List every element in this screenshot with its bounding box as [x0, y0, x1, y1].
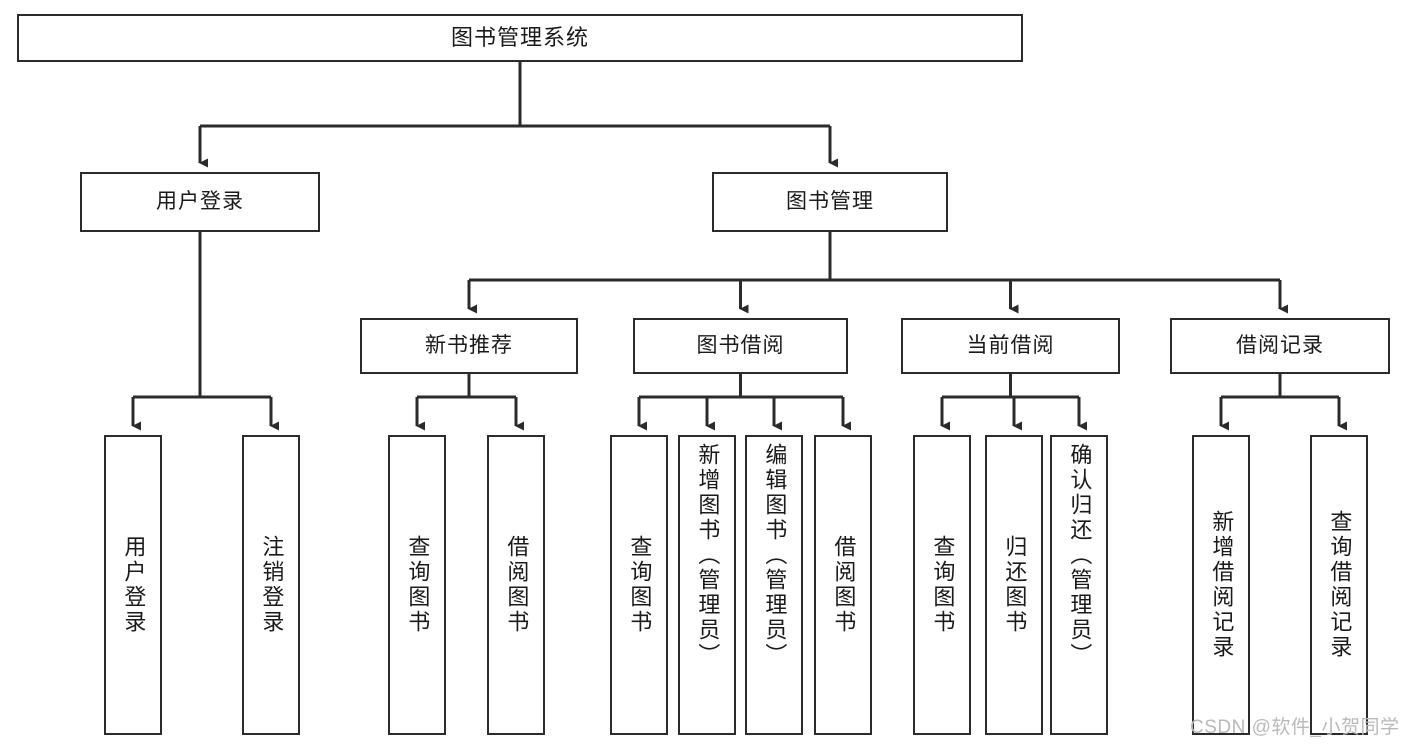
node-book-manage[interactable]: 图书管理 [712, 172, 948, 232]
node-leaf-logout-login[interactable]: 注销登录 [242, 435, 300, 735]
node-leaf-query-book-3[interactable]: 查询图书 [913, 435, 971, 735]
node-label: 编辑图书（管理员） [762, 443, 788, 668]
node-label: 借阅图书 [831, 535, 857, 635]
node-leaf-query-book-1[interactable]: 查询图书 [388, 435, 446, 735]
node-label: 用户登录 [156, 190, 244, 214]
node-label: 用户登录 [121, 535, 147, 635]
node-leaf-edit-book-admin[interactable]: 编辑图书（管理员） [745, 435, 803, 735]
node-book-borrow[interactable]: 图书借阅 [633, 318, 848, 374]
node-leaf-query-book-2[interactable]: 查询图书 [610, 435, 668, 735]
node-root[interactable]: 图书管理系统 [17, 14, 1023, 62]
node-label: 查询图书 [930, 535, 956, 635]
node-leaf-borrow-book-1[interactable]: 借阅图书 [487, 435, 545, 735]
node-leaf-user-login[interactable]: 用户登录 [104, 435, 162, 735]
node-user-login[interactable]: 用户登录 [80, 172, 320, 232]
node-new-book-recommend[interactable]: 新书推荐 [360, 318, 578, 374]
node-label: 图书借阅 [696, 334, 785, 358]
csdn-watermark: CSDN @软件_小贺同学 [1190, 717, 1400, 738]
node-leaf-return-book[interactable]: 归还图书 [985, 435, 1043, 735]
node-borrow-record[interactable]: 借阅记录 [1170, 318, 1390, 374]
node-label: 查询借阅记录 [1327, 510, 1353, 660]
node-label: 注销登录 [259, 535, 285, 635]
node-leaf-borrow-book-2[interactable]: 借阅图书 [814, 435, 872, 735]
node-leaf-add-book-admin[interactable]: 新增图书（管理员） [678, 435, 736, 735]
node-label: 图书管理系统 [450, 24, 589, 50]
node-label: 新增图书（管理员） [695, 443, 721, 668]
node-label: 确认归还（管理员） [1067, 443, 1093, 668]
node-leaf-confirm-return-admin[interactable]: 确认归还（管理员） [1050, 435, 1108, 735]
node-leaf-query-borrow-record[interactable]: 查询借阅记录 [1310, 435, 1368, 735]
node-label: 借阅记录 [1236, 334, 1324, 358]
node-label: 查询图书 [405, 535, 431, 635]
node-label: 归还图书 [1002, 535, 1028, 635]
node-label: 新书推荐 [425, 334, 513, 358]
node-label: 借阅图书 [504, 535, 530, 635]
node-label: 查询图书 [627, 535, 653, 635]
node-label: 当前借阅 [966, 334, 1055, 358]
node-label: 新增借阅记录 [1209, 510, 1235, 660]
node-current-borrow[interactable]: 当前借阅 [901, 318, 1120, 374]
node-leaf-add-borrow-record[interactable]: 新增借阅记录 [1192, 435, 1250, 735]
node-label: 图书管理 [786, 190, 874, 214]
